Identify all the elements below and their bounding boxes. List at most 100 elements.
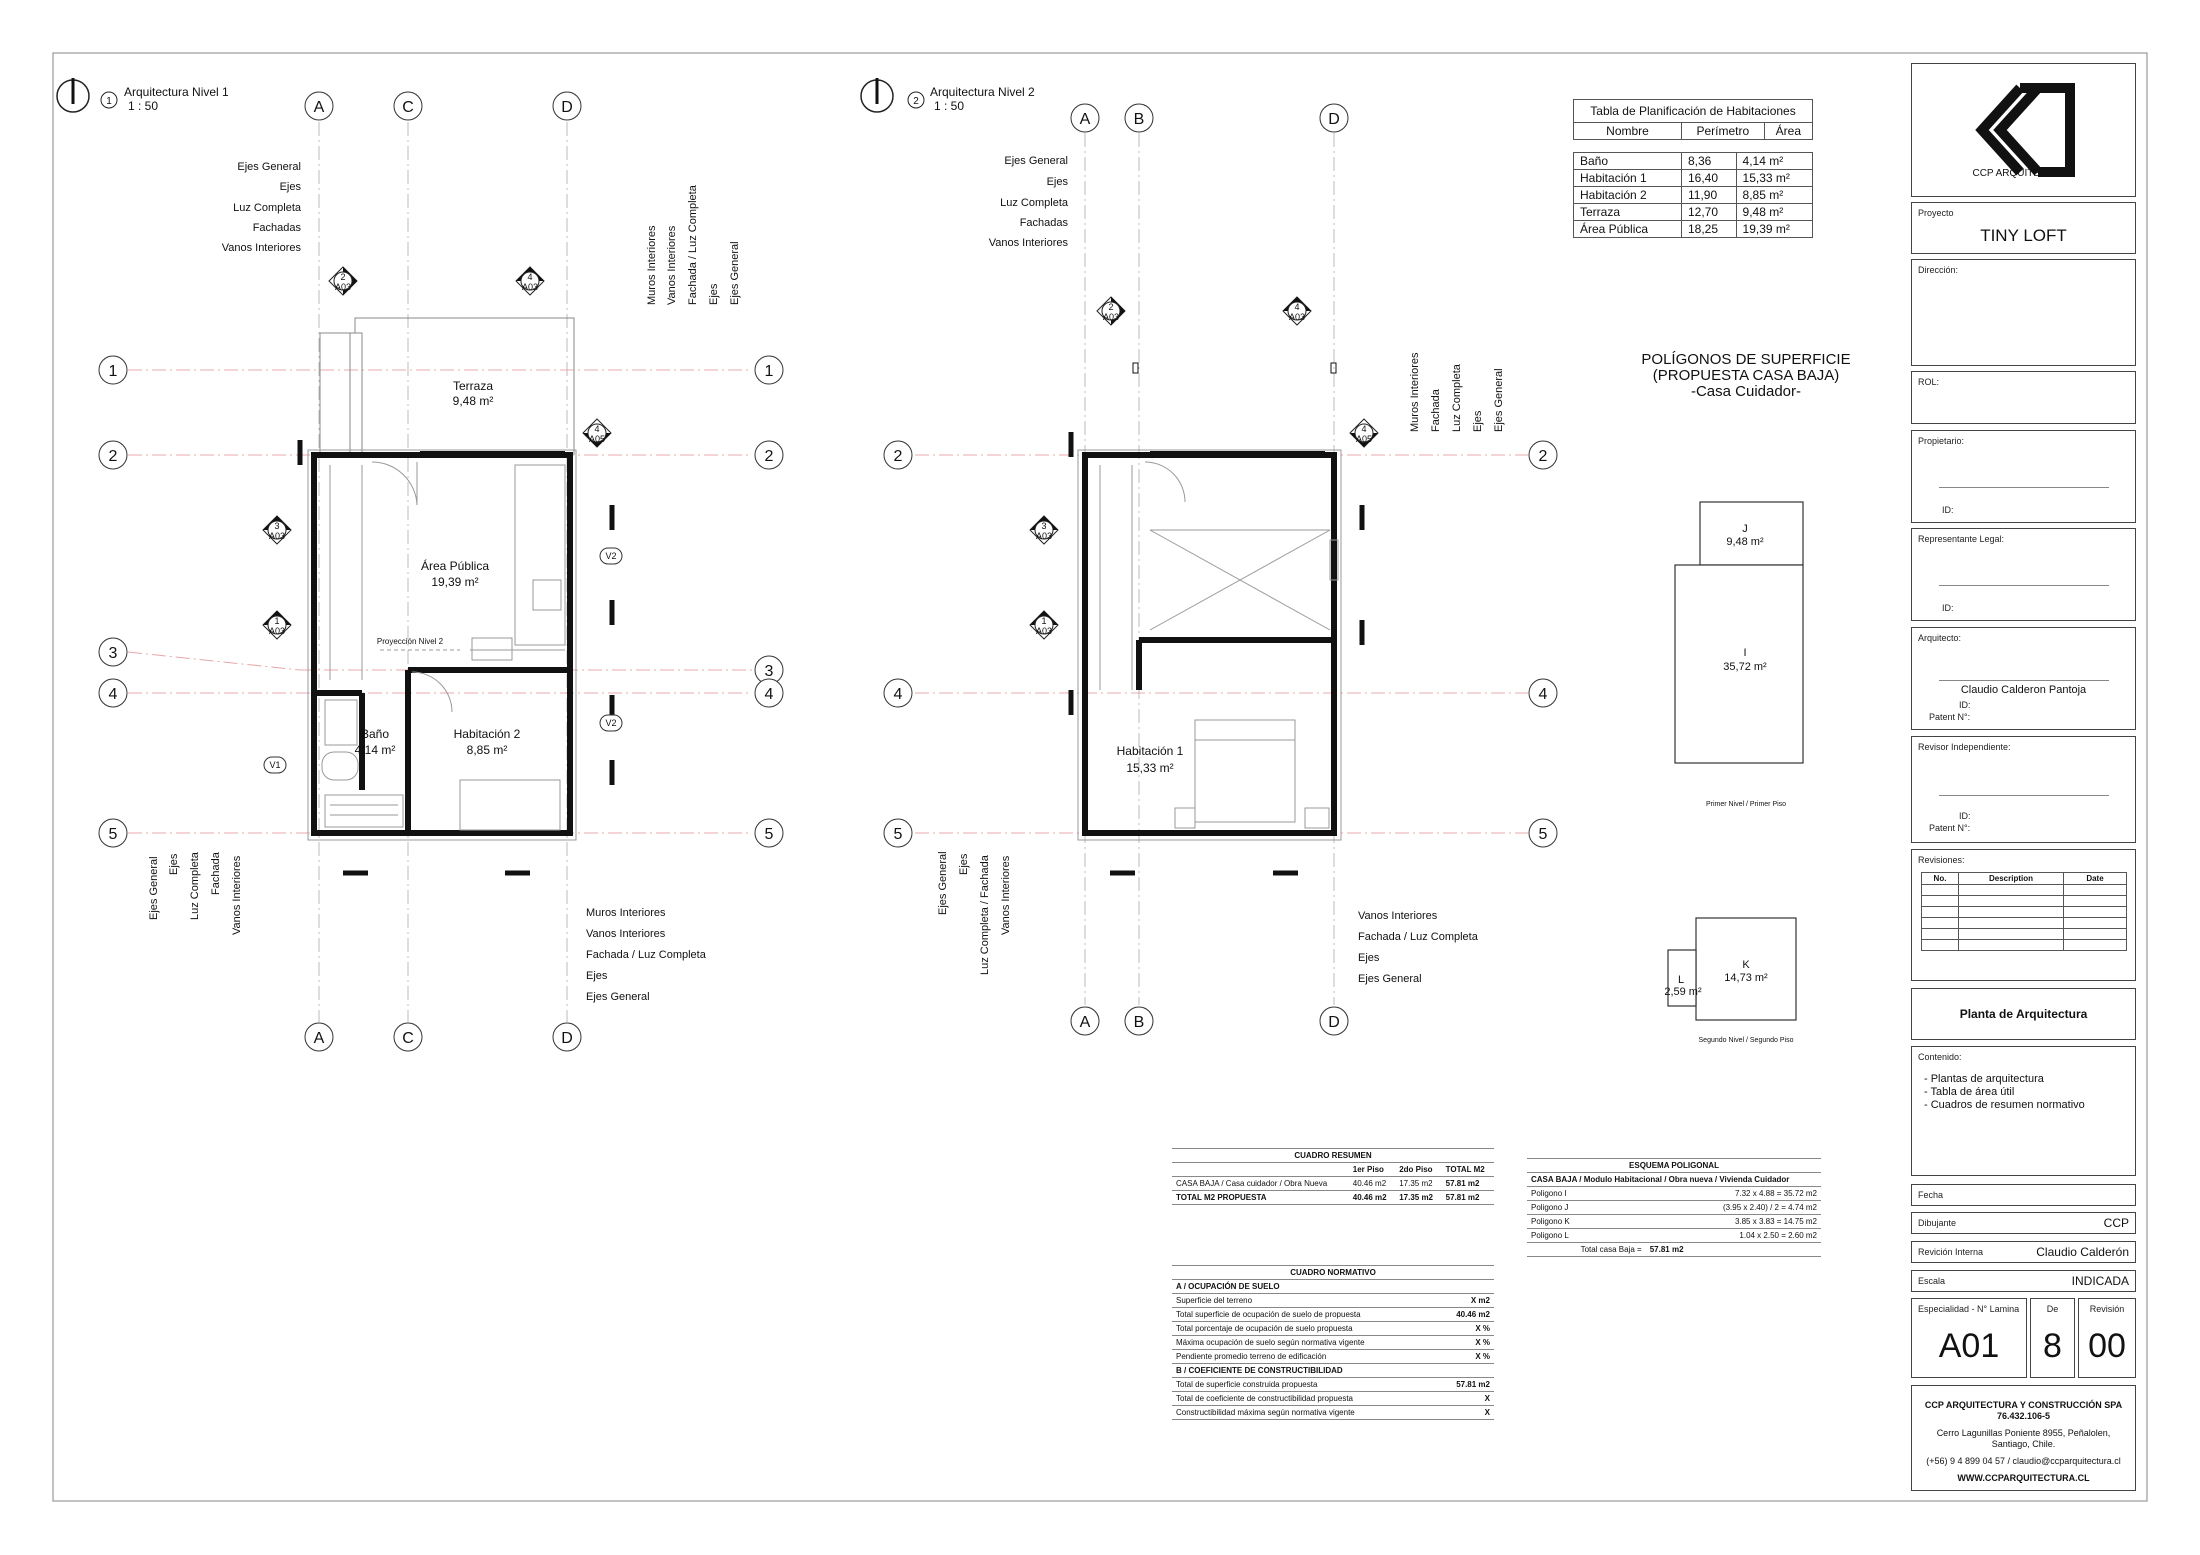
svg-text:Terraza: Terraza (453, 379, 493, 393)
walls-level-1 (311, 452, 573, 836)
svg-text:A03: A03 (269, 626, 285, 636)
svg-text:4: 4 (594, 424, 599, 434)
axis-bubbles-numbers: 1 1 2 2 3 3 4 4 5 5 (98, 355, 784, 848)
svg-text:Ejes: Ejes (1047, 176, 1069, 188)
contenido-box: Contenido: - Plantas de arquitectura - T… (1911, 1046, 2136, 1176)
company-box: CCP ARQUITECTURA Y CONSTRUCCIÓN SPA 76.4… (1911, 1385, 2136, 1491)
svg-text:19,39 m²: 19,39 m² (431, 575, 478, 589)
legend-bottom-level-1: Muros Interiores Vanos Interiores Fachad… (586, 907, 707, 1003)
svg-text:Fachada: Fachada (210, 851, 222, 895)
svg-text:Ejes General: Ejes General (1358, 973, 1422, 985)
windows-level-2 (1068, 362, 1365, 876)
grid-lines-horizontal (127, 369, 752, 834)
website-link[interactable]: WWW.CCPARQUITECTURA.CL (1957, 1473, 2090, 1483)
polygons-caption-second: Segundo Nivel / Segundo Piso (1699, 1037, 1794, 1044)
svg-text:A03: A03 (1036, 626, 1052, 636)
table-row: Pendiente promedio terreno de edificació… (1172, 1349, 1494, 1364)
esquema-poligonal: ESQUEMA POLIGONAL CASA BAJA / Modulo Hab… (1527, 1158, 1821, 1257)
svg-text:2: 2 (894, 448, 903, 465)
svg-text:A: A (1080, 1014, 1091, 1031)
svg-text:Ejes General: Ejes General (729, 241, 741, 305)
svg-text:2: 2 (109, 448, 118, 465)
svg-text:15,33 m²: 15,33 m² (1126, 761, 1173, 775)
svg-text:5: 5 (894, 826, 903, 843)
polygon-labels: J 9,48 m² I 35,72 m² K 14,73 m² L 2,59 m… (1664, 523, 1768, 998)
svg-text:D: D (1328, 1014, 1340, 1031)
axis-bubbles-letters-bottom: A B D (1070, 1006, 1349, 1036)
svg-text:B: B (1134, 1014, 1145, 1031)
svg-text:2,59 m²: 2,59 m² (1664, 986, 1702, 998)
view-scale: 1 : 50 (128, 99, 158, 113)
logo-box: CCP ARQUITECTURA (1911, 63, 2136, 197)
walls-level-2 (1082, 452, 1337, 836)
svg-text:V2: V2 (605, 551, 616, 561)
svg-text:Vanos Interiores: Vanos Interiores (1358, 910, 1438, 922)
svg-text:2: 2 (765, 448, 774, 465)
rol-box: ROL: (1911, 371, 2136, 424)
polygon-shapes (1667, 501, 1804, 1021)
svg-text:9,48 m²: 9,48 m² (1726, 536, 1764, 548)
svg-text:2: 2 (1108, 302, 1113, 312)
svg-text:A: A (1080, 111, 1091, 128)
revisor-box: Revisor Independiente: ID: Patent N°: (1911, 736, 2136, 843)
plan-level-2: 2 Arquitectura Nivel 2 1 : 50 A B D A B … (860, 78, 1558, 1036)
svg-text:5: 5 (765, 826, 774, 843)
svg-text:V2: V2 (605, 718, 616, 728)
svg-text:Proyección Nivel 2: Proyección Nivel 2 (377, 637, 444, 646)
svg-text:Ejes General: Ejes General (937, 851, 949, 915)
svg-text:Fachada: Fachada (1430, 388, 1442, 432)
svg-text:4: 4 (1361, 424, 1366, 434)
view-number: 2 (913, 96, 919, 107)
surface-polygons: POLÍGONOS DE SUPERFICIE (PROPUESTA CASA … (1641, 351, 1850, 1044)
svg-text:D: D (561, 1030, 573, 1047)
window-tags-level-1: V2 V2 V1 (263, 547, 623, 774)
windows-level-1 (297, 440, 615, 876)
revision-interna-box: Revición Interna Claudio Calderón (1911, 1241, 2136, 1263)
table-row: Total de coeficiente de constructibilida… (1172, 1391, 1494, 1406)
svg-text:Ejes: Ejes (958, 853, 970, 875)
plan-level-1: 1 Arquitectura Nivel 1 1 : 50 A C D A C … (56, 78, 784, 1052)
svg-text:3: 3 (765, 663, 774, 680)
svg-text:Habitación 1: Habitación 1 (1117, 744, 1184, 758)
escala-box: Escala INDICADA (1911, 1270, 2136, 1292)
svg-text:4: 4 (527, 272, 532, 282)
svg-text:Ejes General: Ejes General (1004, 155, 1068, 167)
svg-text:14,73 m²: 14,73 m² (1724, 972, 1768, 984)
svg-text:Área Pública: Área Pública (421, 558, 489, 573)
propietario-box: Propietario: ID: (1911, 430, 2136, 523)
svg-text:Baño: Baño (361, 727, 389, 741)
sheet-title: Planta de Arquitectura (1959, 1007, 2088, 1021)
legend-left-level-2: Ejes General Ejes Luz Completa Fachadas … (989, 155, 1069, 249)
svg-text:Muros Interiores: Muros Interiores (646, 225, 658, 305)
room-table-title: Tabla de Planificación de Habitaciones (1573, 99, 1813, 123)
svg-text:4: 4 (894, 686, 903, 703)
view-title: Arquitectura Nivel 1 (124, 85, 229, 99)
legend-vertical-top-level-1: Muros Interiores Vanos Interiores Fachad… (646, 184, 741, 305)
svg-text:A05: A05 (589, 434, 605, 444)
axis-bubbles-letters-top: A B D (1070, 103, 1349, 133)
svg-text:D: D (1328, 111, 1340, 128)
svg-text:Vanos Interiores: Vanos Interiores (586, 928, 666, 940)
svg-text:2: 2 (1539, 448, 1548, 465)
direccion-box: Dirección: (1911, 259, 2136, 366)
legend-bottom-level-2: Vanos Interiores Fachada / Luz Completa … (1358, 910, 1479, 985)
svg-text:A: A (314, 1030, 325, 1047)
svg-text:V1: V1 (269, 760, 280, 770)
room-labels-level-1: Terraza 9,48 m² Área Pública 19,39 m² Ba… (355, 379, 521, 757)
svg-text:4: 4 (765, 686, 774, 703)
svg-text:3: 3 (274, 521, 279, 531)
svg-text:5: 5 (109, 826, 118, 843)
svg-text:1: 1 (1041, 616, 1046, 626)
svg-text:Fachadas: Fachadas (253, 222, 302, 234)
svg-text:I: I (1743, 647, 1746, 659)
svg-text:Ejes: Ejes (280, 181, 302, 193)
